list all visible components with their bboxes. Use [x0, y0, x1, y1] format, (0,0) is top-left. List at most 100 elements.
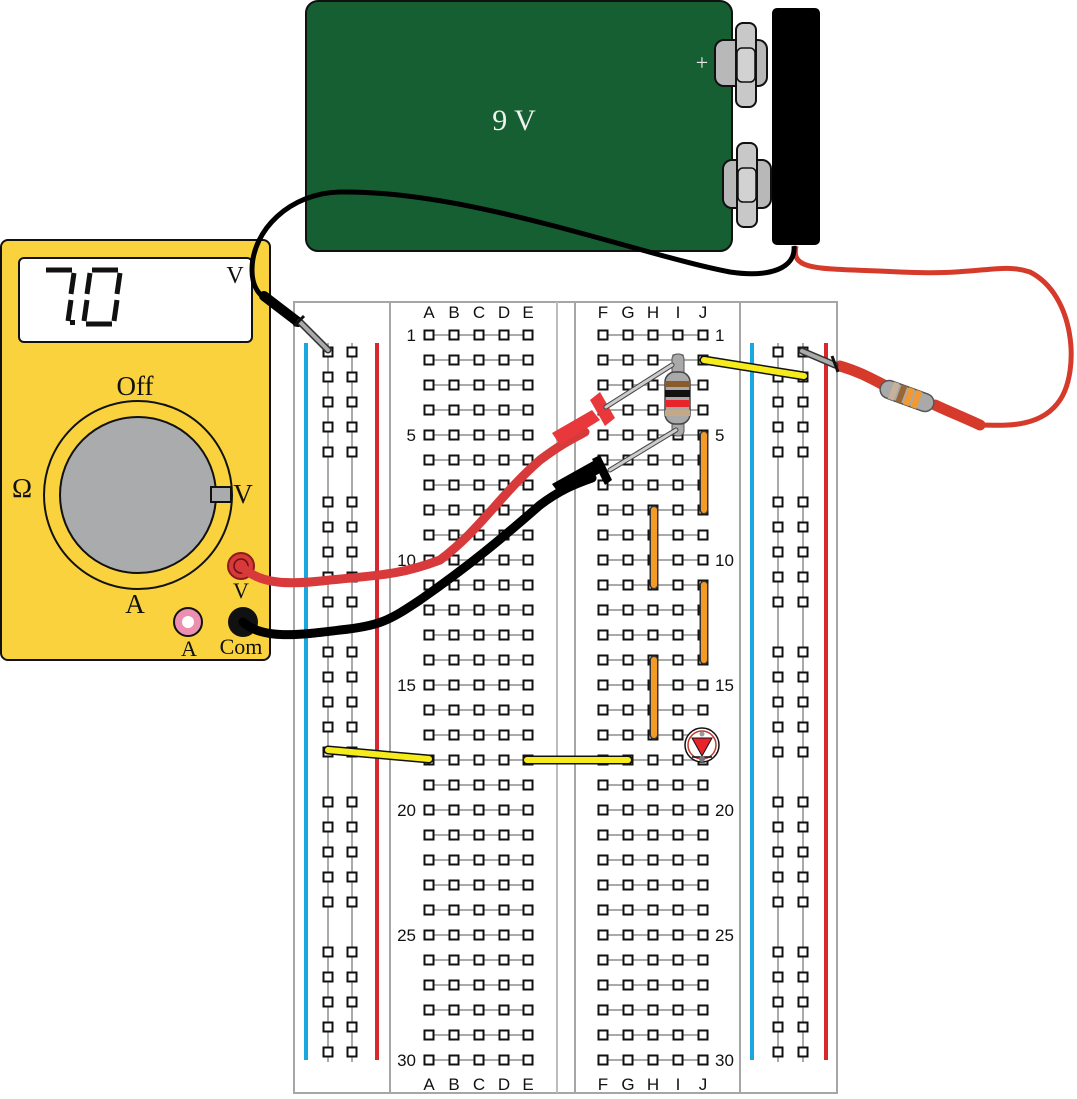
breadboard-hole[interactable]: [448, 704, 460, 716]
breadboard-hole[interactable]: [622, 779, 634, 791]
breadboard-hole[interactable]: [622, 879, 634, 891]
breadboard-hole[interactable]: [448, 1054, 460, 1066]
breadboard-hole[interactable]: [697, 329, 709, 341]
breadboard-hole[interactable]: [423, 629, 435, 641]
breadboard-hole[interactable]: [672, 804, 684, 816]
rail-hole[interactable]: [346, 721, 358, 733]
breadboard-hole[interactable]: [647, 329, 659, 341]
breadboard-hole[interactable]: [672, 579, 684, 591]
breadboard-hole[interactable]: [498, 954, 510, 966]
breadboard-hole[interactable]: [498, 929, 510, 941]
rail-hole[interactable]: [797, 546, 809, 558]
breadboard-hole[interactable]: [423, 504, 435, 516]
breadboard-hole[interactable]: [448, 1004, 460, 1016]
rail-hole[interactable]: [322, 796, 334, 808]
rail-hole[interactable]: [322, 971, 334, 983]
breadboard-hole[interactable]: [423, 454, 435, 466]
breadboard-hole[interactable]: [672, 1054, 684, 1066]
breadboard-hole[interactable]: [622, 429, 634, 441]
breadboard-hole[interactable]: [622, 404, 634, 416]
resistor-on-board[interactable]: [664, 353, 691, 437]
rail-hole[interactable]: [797, 421, 809, 433]
breadboard-hole[interactable]: [672, 654, 684, 666]
rail-hole[interactable]: [346, 846, 358, 858]
breadboard-hole[interactable]: [448, 479, 460, 491]
breadboard-hole[interactable]: [597, 354, 609, 366]
breadboard-hole[interactable]: [522, 354, 534, 366]
breadboard-hole[interactable]: [672, 679, 684, 691]
rail-hole[interactable]: [772, 871, 784, 883]
rail-hole[interactable]: [772, 1021, 784, 1033]
rail-hole[interactable]: [797, 646, 809, 658]
breadboard-hole[interactable]: [498, 379, 510, 391]
breadboard-hole[interactable]: [672, 979, 684, 991]
breadboard-hole[interactable]: [448, 929, 460, 941]
breadboard-hole[interactable]: [423, 404, 435, 416]
breadboard-hole[interactable]: [522, 379, 534, 391]
breadboard-hole[interactable]: [522, 554, 534, 566]
rail-hole[interactable]: [797, 596, 809, 608]
breadboard-hole[interactable]: [597, 854, 609, 866]
rail-hole[interactable]: [322, 996, 334, 1008]
breadboard-hole[interactable]: [622, 954, 634, 966]
rail-hole[interactable]: [772, 996, 784, 1008]
breadboard-hole[interactable]: [423, 479, 435, 491]
rail-hole[interactable]: [346, 496, 358, 508]
breadboard-hole[interactable]: [423, 904, 435, 916]
breadboard-hole[interactable]: [697, 1004, 709, 1016]
rail-hole[interactable]: [322, 1046, 334, 1058]
breadboard-hole[interactable]: [498, 629, 510, 641]
breadboard-hole[interactable]: [473, 504, 485, 516]
rail-hole[interactable]: [797, 671, 809, 683]
breadboard-hole[interactable]: [448, 754, 460, 766]
breadboard-hole[interactable]: [473, 604, 485, 616]
breadboard-hole[interactable]: [672, 479, 684, 491]
breadboard-hole[interactable]: [522, 1029, 534, 1041]
breadboard-hole[interactable]: [697, 854, 709, 866]
breadboard-hole[interactable]: [597, 529, 609, 541]
breadboard-hole[interactable]: [597, 904, 609, 916]
breadboard-hole[interactable]: [672, 529, 684, 541]
breadboard-hole[interactable]: [473, 729, 485, 741]
breadboard-hole[interactable]: [448, 779, 460, 791]
breadboard-hole[interactable]: [448, 429, 460, 441]
breadboard-hole[interactable]: [498, 754, 510, 766]
breadboard-hole[interactable]: [423, 679, 435, 691]
breadboard-hole[interactable]: [423, 854, 435, 866]
breadboard-hole[interactable]: [647, 879, 659, 891]
breadboard-hole[interactable]: [473, 454, 485, 466]
breadboard-hole[interactable]: [647, 354, 659, 366]
breadboard-hole[interactable]: [622, 554, 634, 566]
rail-hole[interactable]: [322, 821, 334, 833]
breadboard-hole[interactable]: [473, 754, 485, 766]
breadboard-hole[interactable]: [473, 879, 485, 891]
breadboard-hole[interactable]: [647, 379, 659, 391]
breadboard-hole[interactable]: [498, 429, 510, 441]
breadboard-hole[interactable]: [498, 354, 510, 366]
breadboard-hole[interactable]: [448, 454, 460, 466]
breadboard-hole[interactable]: [448, 1029, 460, 1041]
breadboard-hole[interactable]: [498, 654, 510, 666]
breadboard-hole[interactable]: [522, 929, 534, 941]
breadboard-hole[interactable]: [672, 629, 684, 641]
breadboard-hole[interactable]: [448, 804, 460, 816]
breadboard-hole[interactable]: [522, 779, 534, 791]
breadboard-hole[interactable]: [473, 479, 485, 491]
rail-hole[interactable]: [322, 446, 334, 458]
breadboard-hole[interactable]: [597, 504, 609, 516]
rail-hole[interactable]: [322, 371, 334, 383]
breadboard-hole[interactable]: [522, 629, 534, 641]
breadboard-hole[interactable]: [498, 804, 510, 816]
breadboard-hole[interactable]: [522, 1054, 534, 1066]
breadboard-hole[interactable]: [448, 379, 460, 391]
rail-hole[interactable]: [797, 846, 809, 858]
breadboard-hole[interactable]: [672, 504, 684, 516]
rail-hole[interactable]: [322, 721, 334, 733]
rail-hole[interactable]: [797, 446, 809, 458]
rail-hole[interactable]: [346, 521, 358, 533]
breadboard-hole[interactable]: [423, 329, 435, 341]
breadboard-hole[interactable]: [622, 629, 634, 641]
breadboard-hole[interactable]: [672, 754, 684, 766]
rail-hole[interactable]: [797, 746, 809, 758]
breadboard-hole[interactable]: [647, 804, 659, 816]
